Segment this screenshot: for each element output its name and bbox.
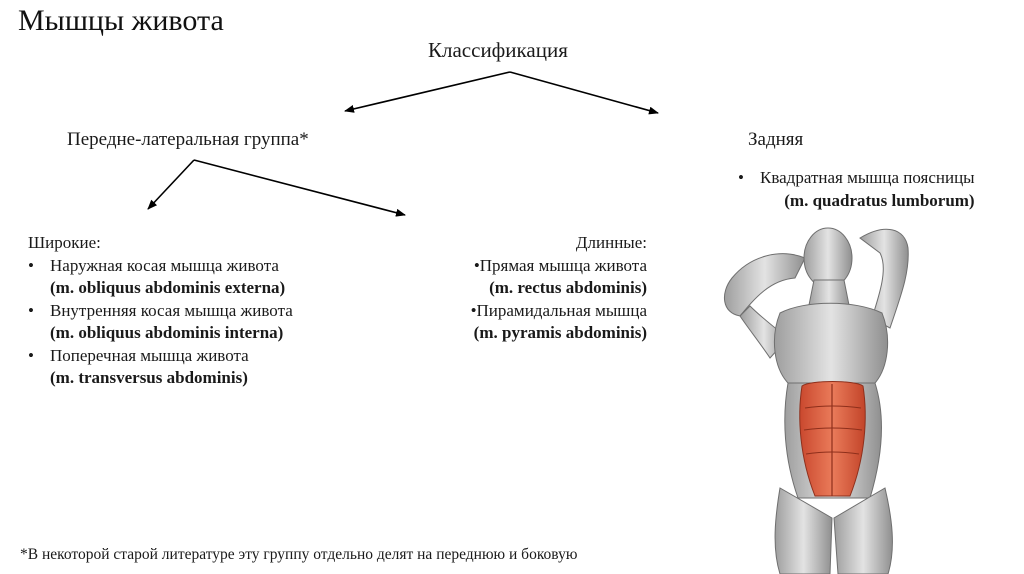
muscle-name: Внутренняя косая мышца живота — [50, 301, 293, 320]
list-item: •Поперечная мышца живота — [28, 345, 293, 368]
muscle-latin: (m. obliquus abdominis externa) — [28, 277, 293, 300]
list-item: •Внутренняя косая мышца живота — [28, 300, 293, 323]
muscle-latin: (m. rectus abdominis) — [455, 277, 647, 300]
muscle-latin: (m. quadratus lumborum) — [738, 190, 975, 213]
arrow-to-front-group — [345, 72, 510, 111]
list-item: •Пирамидальная мышца — [455, 300, 647, 323]
muscle-name: Поперечная мышца живота — [50, 346, 249, 365]
bullet-icon: • — [28, 255, 50, 278]
front-group-label: Передне-латеральная группа* — [67, 129, 309, 151]
arrow-to-back-group — [510, 72, 658, 113]
muscle-name: Пирамидальная мышца — [477, 301, 647, 320]
page-title: Мышцы живота — [18, 4, 224, 38]
wide-muscles-list: Широкие: •Наружная косая мышца живота (m… — [28, 232, 293, 390]
footnote: *В некоторой старой литературе эту групп… — [20, 546, 577, 564]
muscle-latin: (m. transversus abdominis) — [28, 367, 293, 390]
long-muscles-list: Длинные: •Прямая мышца живота (m. rectus… — [455, 232, 647, 345]
muscle-latin: (m. pyramis abdominis) — [455, 322, 647, 345]
bullet-icon: • — [28, 300, 50, 323]
bullet-icon: • — [455, 300, 477, 323]
list-item: •Наружная косая мышца живота — [28, 255, 293, 278]
back-group-label: Задняя — [748, 129, 803, 151]
bullet-icon: • — [458, 255, 480, 278]
bullet-icon: • — [738, 167, 760, 190]
long-heading: Длинные: — [455, 232, 647, 255]
back-muscles-list: •Квадратная мышца поясницы (m. quadratus… — [738, 167, 975, 212]
muscle-latin: (m. obliquus abdominis interna) — [28, 322, 293, 345]
arrow-to-wide — [148, 160, 194, 209]
muscle-name: Квадратная мышца поясницы — [760, 168, 975, 187]
list-item: •Квадратная мышца поясницы — [738, 167, 975, 190]
bullet-icon: • — [28, 345, 50, 368]
list-item: •Прямая мышца живота — [455, 255, 647, 278]
anatomy-torso-illustration — [710, 218, 1010, 574]
wide-heading: Широкие: — [28, 232, 293, 255]
muscle-name: Прямая мышца живота — [480, 256, 647, 275]
classification-label: Классификация — [428, 38, 568, 63]
arrow-to-long — [194, 160, 405, 215]
muscle-name: Наружная косая мышца живота — [50, 256, 279, 275]
